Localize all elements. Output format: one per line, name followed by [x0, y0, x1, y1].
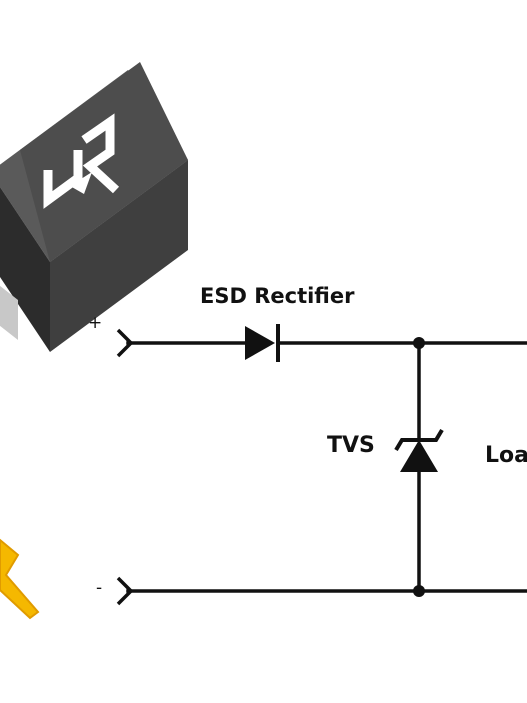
- input-terminal-chevrons: [116, 328, 134, 606]
- package-terminal: [0, 285, 18, 340]
- package-top-shade: [20, 62, 188, 262]
- lightning-bolt-icon: [0, 538, 40, 620]
- positive-terminal-chevron: [116, 328, 134, 358]
- esd-rectifier-label: ESD Rectifier: [200, 284, 355, 308]
- negative-terminal-label: -: [96, 578, 103, 598]
- package-side-face: [50, 160, 188, 352]
- circuit-wires: [126, 341, 527, 593]
- tvs-diode: [394, 428, 444, 472]
- negative-terminal-chevron: [116, 576, 134, 606]
- esd-rectifier-diode: [245, 324, 280, 362]
- load-label: Loa: [485, 443, 527, 468]
- smd-diode-package: [0, 62, 188, 352]
- logo-arrow-icon: [70, 172, 92, 194]
- tvs-label: TVS: [327, 433, 375, 458]
- manufacturer-logo-icon: [43, 113, 120, 209]
- junction-dots: [413, 337, 425, 597]
- bottom-junction-dot: [413, 585, 425, 597]
- top-junction-dot: [413, 337, 425, 349]
- package-front-face: [0, 187, 50, 352]
- positive-terminal-label: +: [88, 313, 103, 333]
